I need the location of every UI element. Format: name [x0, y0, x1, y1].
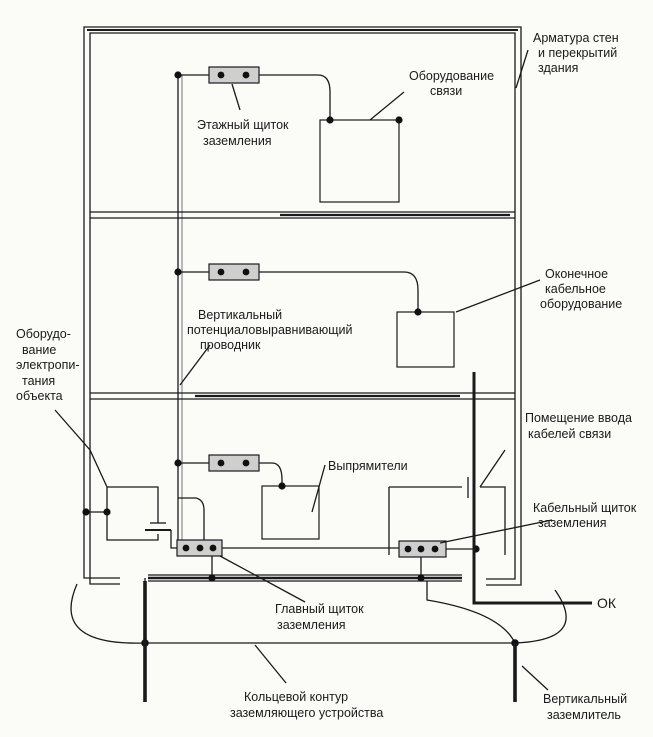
label-ok: ОК	[597, 595, 617, 611]
floor-3	[174, 66, 403, 203]
floor-busbar-1	[208, 454, 260, 472]
ok-cable	[472, 372, 592, 605]
floor-1	[82, 454, 506, 582]
label-rectifiers: Выпрямители	[328, 459, 408, 473]
svg-text:заземления: заземления	[277, 618, 346, 632]
label-floor-busbar: Этажный щиток заземления	[197, 118, 289, 148]
rectifiers-box	[261, 485, 320, 540]
svg-text:Этажный щиток: Этажный щиток	[197, 118, 289, 132]
floor-slabs	[90, 211, 515, 580]
svg-text:проводник: проводник	[200, 338, 261, 352]
label-cable-busbar: Кабельный щиток заземления	[533, 501, 637, 530]
svg-text:ОК: ОК	[597, 595, 617, 611]
svg-text:Помещение ввода: Помещение ввода	[525, 411, 632, 425]
svg-text:потенциаловыравнивающий: потенциаловыравнивающий	[187, 323, 353, 337]
svg-text:Кольцевой контур: Кольцевой контур	[244, 690, 348, 704]
svg-text:связи: связи	[430, 84, 462, 98]
floor-2	[174, 263, 455, 368]
svg-text:заземлитель: заземлитель	[547, 708, 621, 722]
svg-text:Оборудование: Оборудование	[409, 69, 494, 83]
svg-text:кабельное: кабельное	[545, 282, 606, 296]
label-ring-electrode: Кольцевой контур заземляющего устройства	[230, 690, 383, 720]
svg-text:заземления: заземления	[203, 134, 272, 148]
svg-text:заземляющего устройства: заземляющего устройства	[230, 706, 383, 720]
svg-text:Вертикальный: Вертикальный	[198, 308, 282, 322]
label-power-equipment: Оборудо- вание электропи- тания объекта	[16, 327, 80, 403]
label-cable-termination: Оконечное кабельное оборудование	[540, 267, 622, 311]
label-building-rebar: Арматура стен и перекрытий здания	[533, 31, 619, 75]
svg-text:и перекрытий: и перекрытий	[538, 46, 617, 60]
svg-text:кабелей связи: кабелей связи	[528, 427, 611, 441]
svg-text:электропи-: электропи-	[16, 358, 80, 372]
svg-text:здания: здания	[538, 61, 578, 75]
svg-text:Арматура стен: Арматура стен	[533, 31, 619, 45]
svg-text:Выпрямители: Выпрямители	[328, 459, 408, 473]
svg-text:Оконечное: Оконечное	[545, 267, 608, 281]
label-vertical-electrode: Вертикальный заземлитель	[543, 692, 627, 722]
comm-equipment-box	[319, 119, 400, 203]
svg-text:Главный щиток: Главный щиток	[275, 602, 364, 616]
svg-text:Вертикальный: Вертикальный	[543, 692, 627, 706]
svg-text:заземления: заземления	[538, 516, 607, 530]
floor-busbar-2	[208, 263, 260, 281]
svg-text:Оборудо-: Оборудо-	[16, 327, 71, 341]
floor-busbar-3	[208, 66, 260, 84]
cable-termination-box	[396, 311, 455, 368]
leader-lines	[54, 49, 553, 691]
label-vertical-conductor: Вертикальный потенциаловыравнивающий про…	[187, 308, 353, 352]
label-cable-entry-room: Помещение ввода кабелей связи	[525, 411, 632, 441]
ring-electrode	[70, 578, 567, 702]
svg-text:Кабельный щиток: Кабельный щиток	[533, 501, 637, 515]
svg-text:объекта: объекта	[16, 389, 63, 403]
building-walls	[83, 26, 522, 586]
label-comm-equipment: Оборудование связи	[409, 69, 494, 98]
svg-text:вание: вание	[22, 343, 56, 357]
svg-text:оборудование: оборудование	[540, 297, 622, 311]
svg-text:тания: тания	[22, 374, 55, 388]
label-main-busbar: Главный щиток заземления	[275, 602, 364, 632]
